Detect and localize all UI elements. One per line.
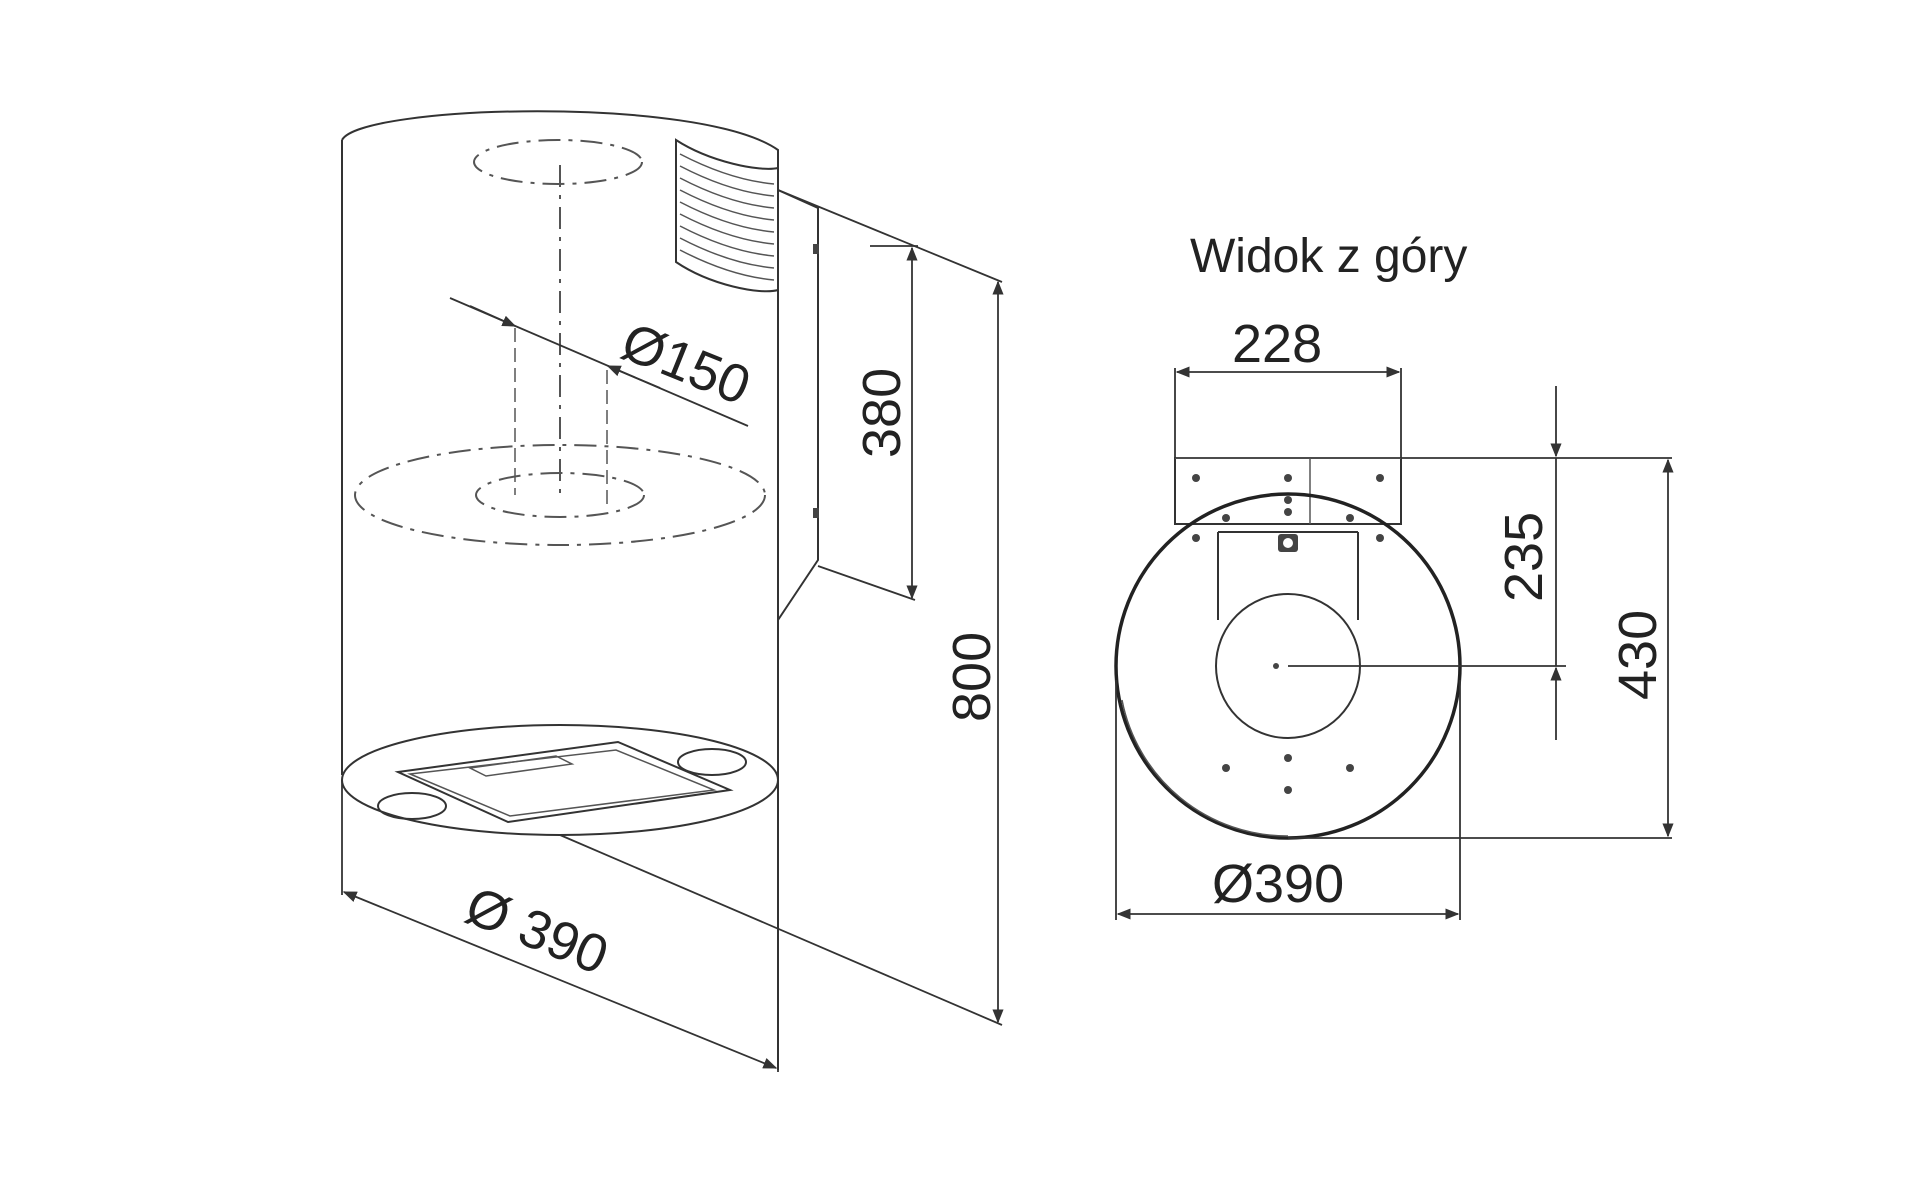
filter-panel-inner [407,749,717,817]
internal-ring-hidden [354,444,766,546]
lamp-left [377,792,447,820]
perspective-view: Ø150 380 800 Ø 390 [341,110,1004,1072]
label-top-body-diameter: Ø390 [1212,854,1344,914]
outlet-channel [1217,531,1359,620]
label-total-height: 800 [942,632,1002,722]
vent-grille [675,138,779,293]
display-strip [467,755,575,777]
lamp-right [677,748,747,776]
dim-390-line [342,891,778,1069]
label-bracket-width: 228 [1232,314,1322,374]
label-chimney-height: 380 [852,368,912,458]
label-outlet-diameter: Ø150 [614,311,759,416]
hood-cylinder-outline [341,110,779,1070]
filter-panel [394,740,734,824]
wall-bracket [777,189,819,621]
label-depth: 430 [1608,610,1668,700]
label-outlet-offset: 235 [1494,512,1554,602]
top-outlet-hidden [473,139,643,185]
top-view-title: Widok z góry [1190,230,1467,283]
label-body-diameter: Ø 390 [458,875,617,986]
top-view: Widok z góry [1114,230,1674,920]
